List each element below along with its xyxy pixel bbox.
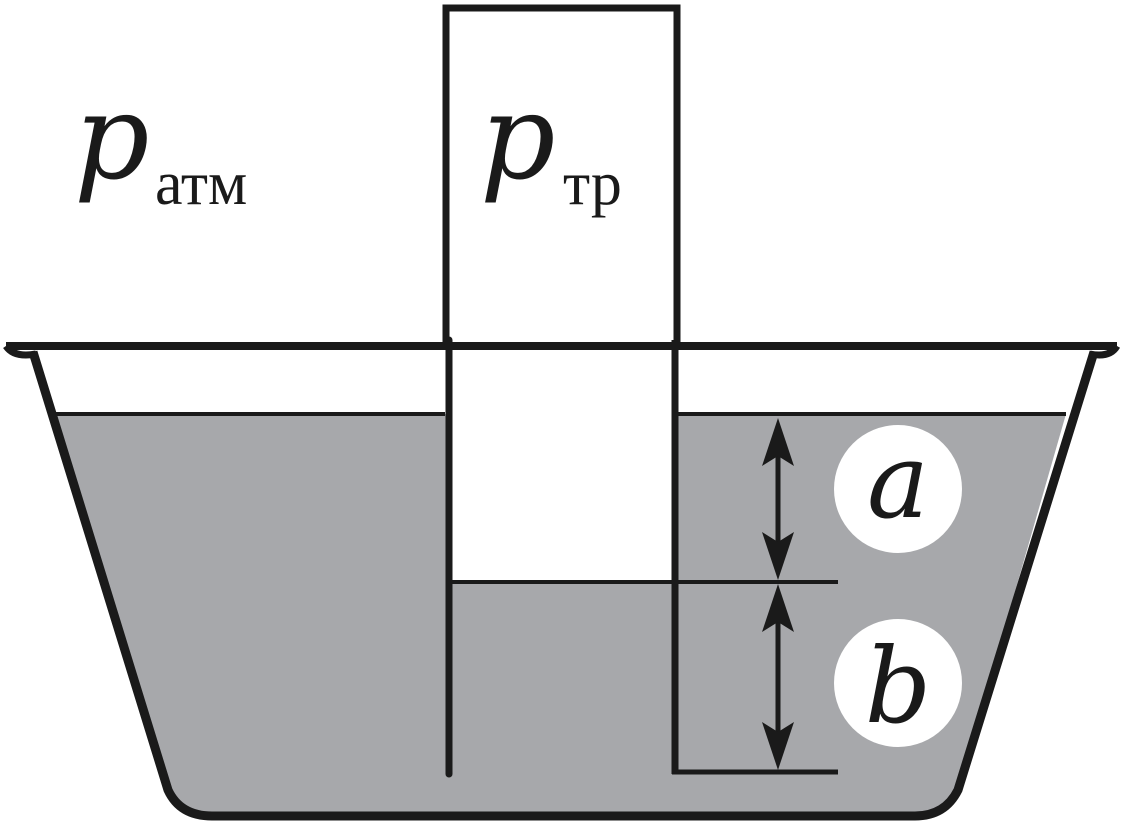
tube-pressure-symbol: p xyxy=(480,68,556,206)
atm-pressure-symbol: p xyxy=(74,68,150,206)
label-a: a xyxy=(867,420,929,542)
basin-outline xyxy=(28,350,1099,821)
label-circle-a xyxy=(834,425,962,553)
label-circle-b xyxy=(834,619,962,747)
dimension-arrow-b xyxy=(762,584,794,770)
tube-pressure-subscript: тр xyxy=(563,150,622,218)
atm-pressure-subscript: атм xyxy=(155,150,247,218)
label-b: b xyxy=(865,625,932,747)
tube-top xyxy=(442,4,681,350)
dimension-arrow-a xyxy=(762,418,794,580)
tube-air-gap xyxy=(448,345,675,581)
basin-liquid xyxy=(56,414,1066,816)
